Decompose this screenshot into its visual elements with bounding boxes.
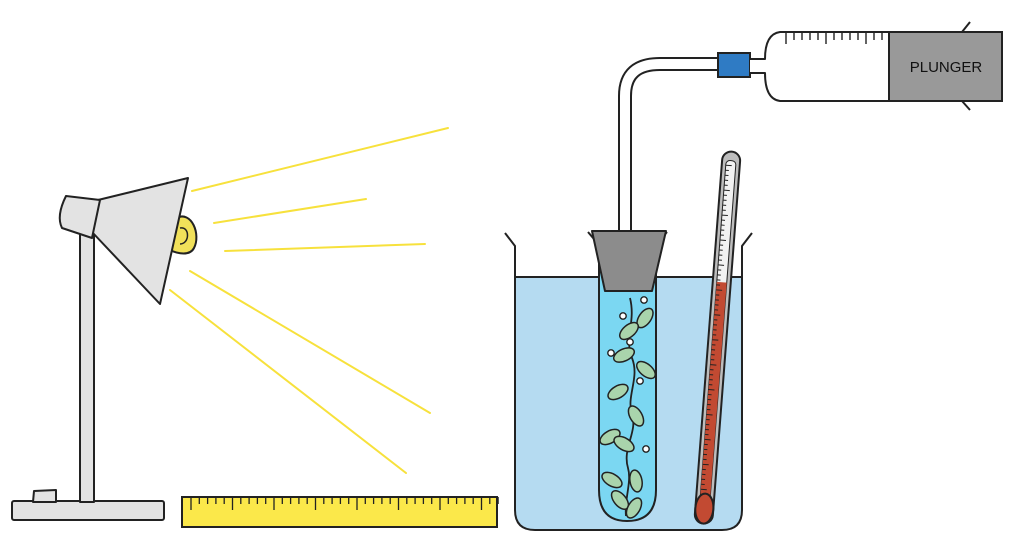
oxygen-bubble <box>636 377 644 385</box>
gas-syringe: PLUNGER <box>717 21 1003 111</box>
plunger <box>888 31 1003 102</box>
pondweed-leaf <box>635 360 657 380</box>
lamp-shade <box>91 177 189 305</box>
pondweed-leaf <box>607 383 629 401</box>
lamp-bulb-filament <box>179 227 189 245</box>
thermometer-bulb <box>694 492 715 525</box>
lamp-stand <box>79 227 95 503</box>
lamp-base <box>11 500 165 521</box>
light-ray <box>169 289 407 474</box>
lamp-cap <box>58 195 101 239</box>
oxygen-bubbles <box>607 296 650 453</box>
tube-outline <box>598 240 657 523</box>
delivery-tube-inner <box>620 59 718 232</box>
pondweed-leaf <box>601 471 623 489</box>
connector <box>717 52 751 78</box>
pondweed-leaf <box>627 405 645 427</box>
bung <box>591 230 667 292</box>
ruler <box>181 496 499 528</box>
plunger-handle-top <box>961 21 971 33</box>
lamp-base-knob <box>32 489 57 503</box>
pondweed-leaf <box>629 469 643 493</box>
light-ray <box>189 270 431 414</box>
thermometer-liquid <box>698 281 727 514</box>
pondweed-leaf <box>618 321 640 341</box>
oxygen-bubble <box>607 349 615 357</box>
pondweed-leaf <box>613 435 635 453</box>
beaker-outline <box>504 232 753 531</box>
oxygen-bubble <box>642 445 650 453</box>
delivery-tube-body <box>618 57 718 232</box>
oxygen-bubble <box>619 312 627 320</box>
plunger-label: PLUNGER <box>910 59 983 76</box>
light-ray <box>213 198 367 224</box>
light-ray <box>224 243 426 252</box>
syringe-barrel <box>750 31 891 102</box>
light-ray <box>191 127 449 192</box>
ruler-ticks <box>190 497 499 510</box>
pondweed-leaf <box>625 497 643 519</box>
oxygen-bubble <box>626 338 634 346</box>
plunger-handle-bottom <box>961 100 971 111</box>
thermometer <box>693 150 742 525</box>
lamp <box>11 177 198 521</box>
delivery-tube <box>618 57 718 232</box>
pondweed <box>599 297 657 519</box>
light-rays <box>169 127 449 474</box>
oxygen-bubble <box>640 296 648 304</box>
pondweed-leaf <box>612 347 636 363</box>
ruler-body <box>181 496 498 528</box>
